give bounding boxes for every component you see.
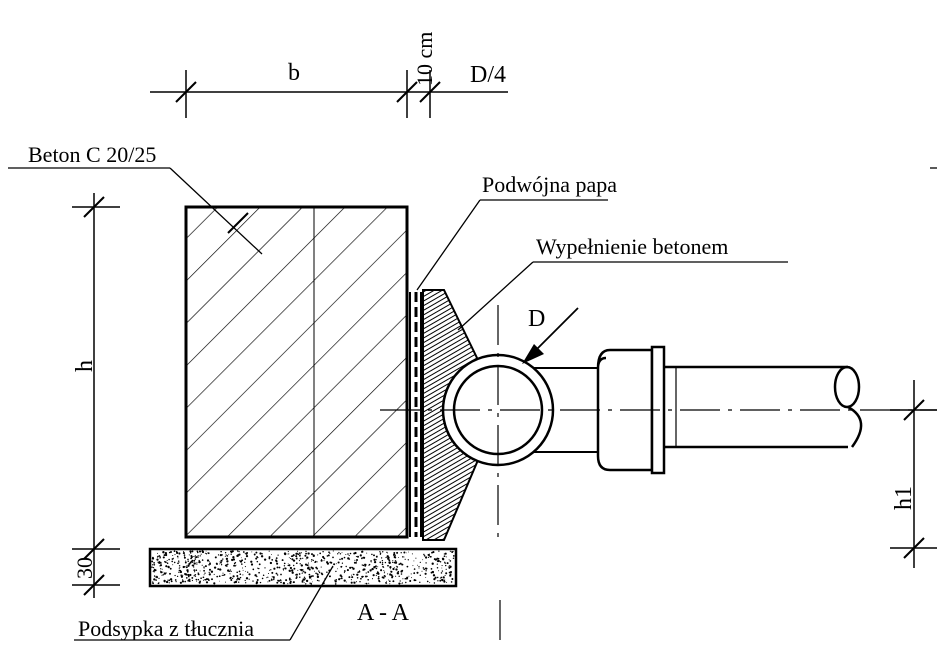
label-podsypka: Podsypka z tłucznia (78, 616, 254, 641)
label-10cm: 10 cm (412, 32, 437, 86)
label-section-aa: A - A (357, 600, 410, 626)
double-tar-paper (409, 292, 422, 537)
label-h1: h1 (891, 486, 917, 510)
left-vertical-dimension (72, 193, 120, 598)
concrete-block (184, 205, 409, 539)
diameter-leader (522, 307, 579, 364)
pipe-bend-section (441, 353, 555, 467)
label-beton: Beton C 20/25 (28, 142, 156, 167)
label-leaders (8, 167, 937, 641)
label-h: h (72, 360, 98, 372)
label-30: 30 (72, 557, 97, 579)
center-lines (380, 305, 937, 640)
label-b: b (288, 60, 300, 86)
label-papa: Podwójna papa (482, 172, 617, 197)
right-vertical-dimension (890, 380, 937, 568)
label-d4: D/4 (470, 62, 506, 88)
label-d: D (528, 306, 545, 332)
top-dimension-line (150, 70, 508, 118)
label-wypelnienie: Wypełnienie betonem (536, 234, 728, 259)
gravel-bedding (148, 547, 458, 588)
